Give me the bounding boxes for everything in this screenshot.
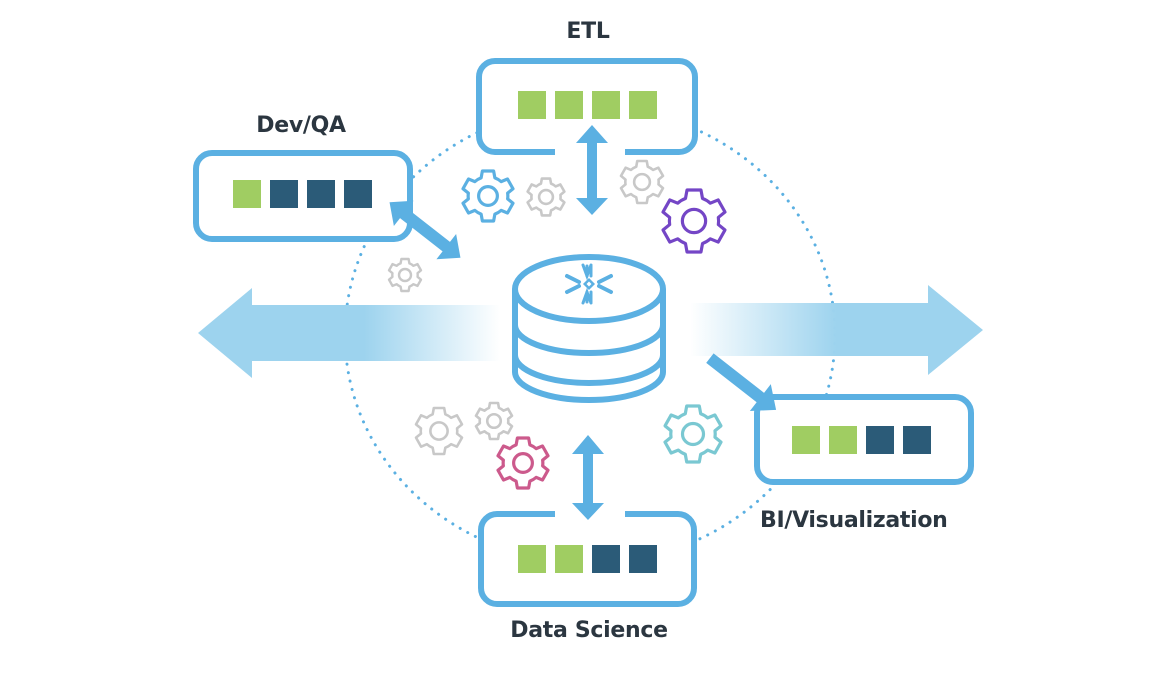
gear-gray-5-icon bbox=[474, 401, 514, 441]
status-block-green bbox=[555, 545, 583, 573]
status-block-dark bbox=[307, 180, 335, 208]
node-box-etl[interactable] bbox=[476, 58, 698, 156]
snowflake-database-icon[interactable] bbox=[512, 254, 666, 403]
node-label-etl: ETL bbox=[566, 19, 610, 44]
arrow-etl-center bbox=[576, 125, 608, 215]
status-block-dark bbox=[270, 180, 298, 208]
gear-purple-icon bbox=[661, 188, 727, 254]
node-label-bi: BI/Visualization bbox=[760, 508, 948, 533]
status-block-green bbox=[233, 180, 261, 208]
node-box-devqa[interactable] bbox=[193, 150, 413, 242]
status-block-green bbox=[518, 545, 546, 573]
gear-gray-1-icon bbox=[526, 177, 566, 217]
gear-blue-icon bbox=[461, 169, 515, 223]
node-label-ds: Data Science bbox=[510, 618, 668, 643]
gear-gray-4-icon bbox=[414, 406, 464, 456]
status-block-dark bbox=[903, 426, 931, 454]
status-block-dark bbox=[344, 180, 372, 208]
gear-gray-2-icon bbox=[619, 159, 665, 205]
arrow-center-bi bbox=[706, 353, 777, 411]
status-block-green bbox=[518, 91, 546, 119]
status-block-green bbox=[792, 426, 820, 454]
node-box-ds[interactable] bbox=[478, 508, 697, 607]
status-block-green bbox=[829, 426, 857, 454]
gear-pink-icon bbox=[496, 436, 550, 490]
status-block-green bbox=[592, 91, 620, 119]
status-block-dark bbox=[629, 545, 657, 573]
gear-gray-3-icon bbox=[387, 257, 423, 293]
node-box-bi[interactable] bbox=[754, 394, 974, 485]
node-label-devqa: Dev/QA bbox=[256, 113, 346, 138]
snowflake-logo-icon bbox=[565, 263, 613, 305]
status-block-dark bbox=[866, 426, 894, 454]
arrow-devqa-center bbox=[389, 200, 461, 260]
status-block-green bbox=[555, 91, 583, 119]
flow-arrow-right bbox=[690, 285, 983, 375]
gear-teal-icon bbox=[663, 404, 723, 464]
arrow-ds-center bbox=[572, 435, 604, 520]
status-block-dark bbox=[592, 545, 620, 573]
status-block-green bbox=[629, 91, 657, 119]
flow-arrow-left bbox=[198, 288, 500, 378]
